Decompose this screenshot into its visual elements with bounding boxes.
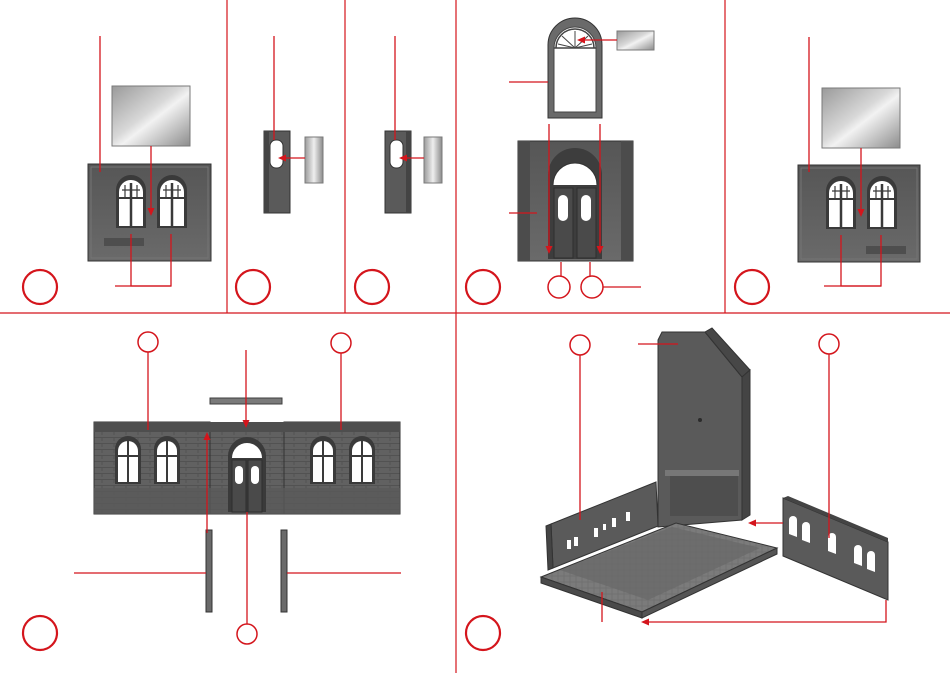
back-wall-part	[658, 328, 750, 527]
panel-6-front-facade	[23, 332, 401, 650]
panel-3-side-strip	[355, 36, 442, 304]
part-marker-circle	[570, 335, 590, 355]
part-marker-circle	[331, 333, 351, 353]
panel-1-window-wall	[23, 36, 211, 304]
transom-glass	[617, 31, 654, 50]
step-number-circle	[735, 270, 769, 304]
part-marker-circle	[581, 276, 603, 298]
panel-4-entrance	[466, 18, 654, 304]
part-marker-circle	[819, 334, 839, 354]
arched-window	[116, 175, 146, 228]
step-number-circle	[23, 270, 57, 304]
arched-window	[826, 176, 856, 229]
part-marker-circle	[237, 624, 257, 644]
panel-2-side-strip	[236, 36, 323, 304]
step-number-circle	[466, 616, 500, 650]
panel-5-window-wall	[735, 37, 920, 304]
part-marker-circle	[548, 276, 570, 298]
arched-window	[157, 175, 187, 228]
glazing-sheet	[112, 86, 190, 146]
step-number-circle	[23, 616, 57, 650]
step-number-circle	[466, 270, 500, 304]
facade-door	[228, 437, 266, 512]
step-number-circle	[355, 270, 389, 304]
arched-window	[867, 176, 897, 229]
right-wall-part	[783, 496, 888, 600]
step-number-circle	[236, 270, 270, 304]
side-strip-part	[206, 530, 212, 612]
part-marker-circle	[138, 332, 158, 352]
side-strip-part	[281, 530, 287, 612]
panel-7-base-assembly	[466, 328, 888, 650]
door-frame-part	[548, 18, 602, 118]
glazing-sheet	[822, 88, 900, 148]
